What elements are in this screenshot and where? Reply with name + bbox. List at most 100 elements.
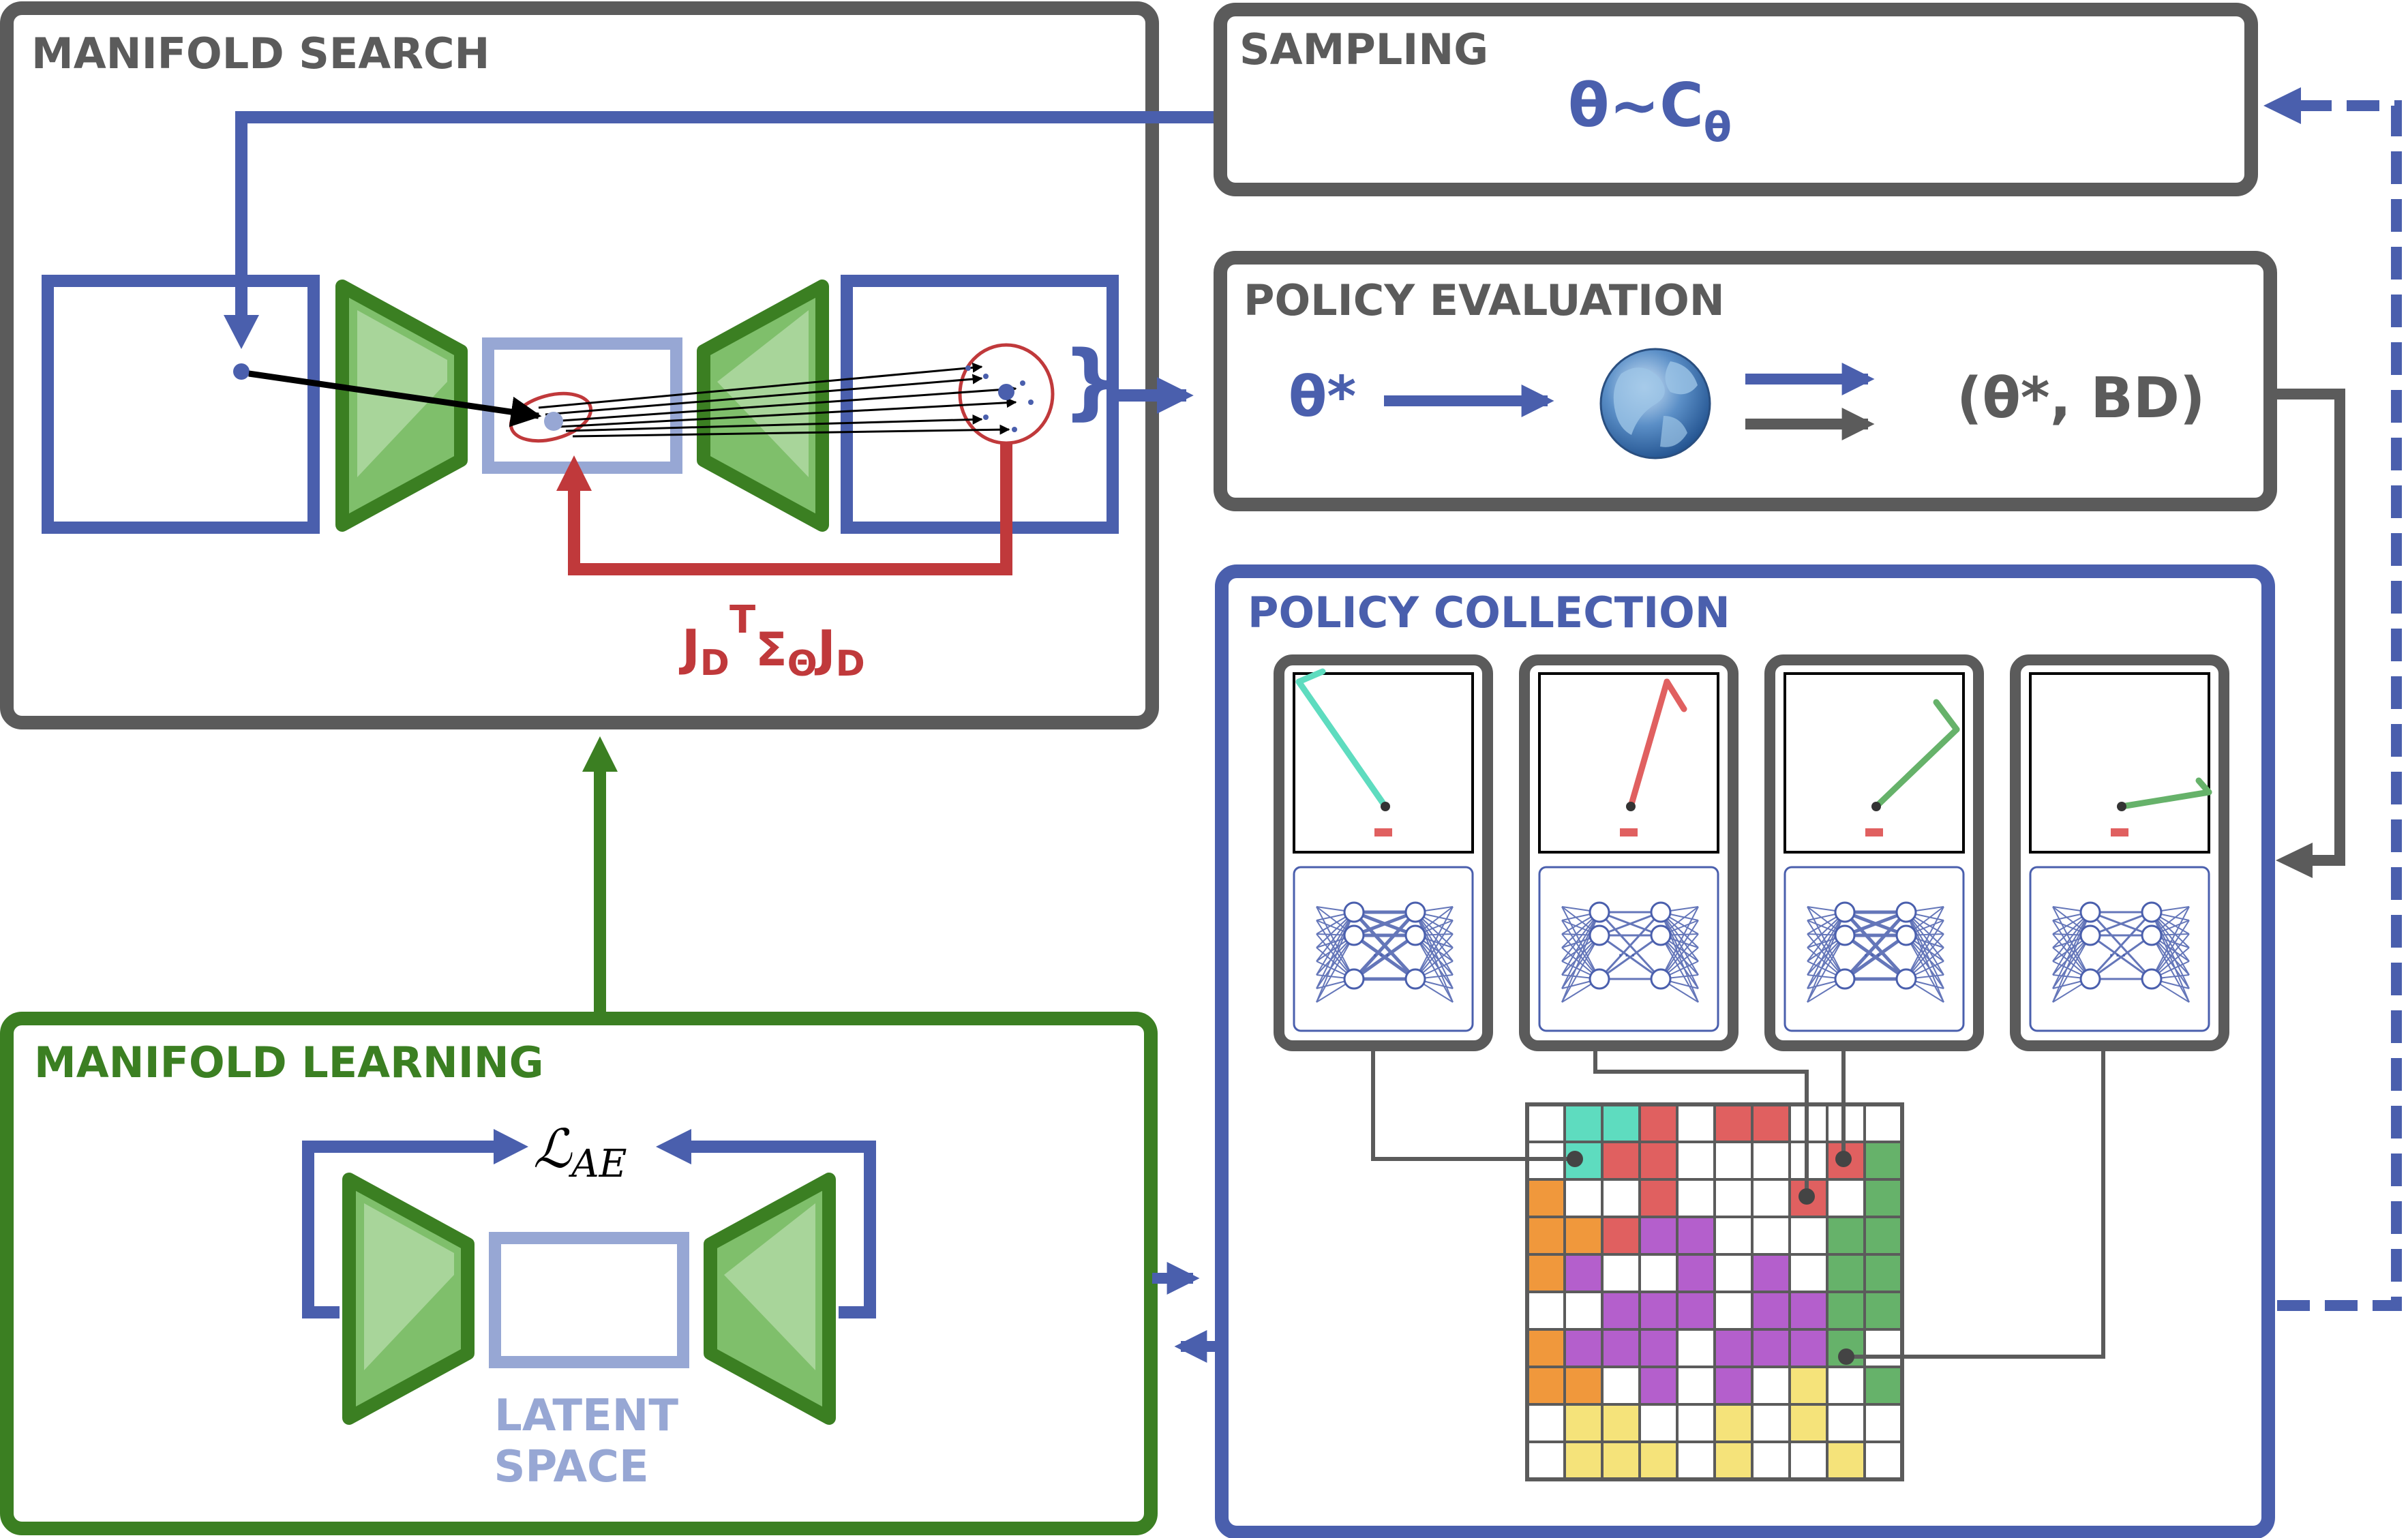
policy-card: ⋯ [2010,654,2229,1051]
archive-cell [1638,1441,1679,1481]
archive-cell [1751,1178,1791,1218]
ae-decoder-trapezoid [704,1173,836,1425]
archive-cell [1788,1291,1828,1331]
network-neuron [1895,924,1917,946]
output-point [998,384,1014,400]
archive-cell [1526,1403,1566,1443]
jacobian-feedback-arrow [568,443,1012,575]
network-neuron [1589,924,1610,946]
archive-cell [1526,1366,1566,1406]
archive-cell [1713,1253,1754,1293]
archive-cell [1526,1291,1566,1331]
sampling-to-search-arrow [235,111,1220,320]
network-neuron [2079,901,2101,923]
simulation-view [2029,672,2210,854]
arm-joint [2117,802,2126,811]
manifold-learning-title: MANIFOLD LEARNING [34,1038,544,1087]
archive-cell [1526,1178,1566,1218]
network-neuron [1404,968,1426,990]
loss-arrow-right [689,1141,876,1318]
archive-cell [1563,1291,1604,1331]
archive-cell [1676,1328,1716,1368]
archive-cell [1526,1216,1566,1256]
jacobian-formula: JDTΣΘJD [678,598,865,684]
archive-cell [1676,1141,1716,1181]
network-neuron [1895,901,1917,923]
manifold-search-title: MANIFOLD SEARCH [31,29,490,78]
archive-cell [1863,1403,1903,1443]
manifold-learning-panel: MANIFOLD LEARNING ℒAE LATENT SPACE [0,1012,1158,1535]
archive-cell [1601,1141,1641,1181]
encoder-trapezoid [335,280,468,532]
archive-cell [1751,1216,1791,1256]
archive-border [1525,1102,1904,1481]
archive-cell [1526,1103,1566,1143]
archive-cell [1526,1328,1566,1368]
archive-cell [1638,1178,1679,1218]
neural-network-view [2029,866,2210,1032]
svg-text:⋯: ⋯ [1372,945,1391,966]
archive-cell [1826,1103,1866,1143]
latent-space-label-line2: SPACE [494,1442,648,1492]
svg-text:⋯: ⋯ [2108,945,2127,966]
manifold-search-panel: MANIFOLD SEARCH } [0,1,1159,729]
archive-cell [1713,1141,1754,1181]
policy-card: ⋯ [1764,654,1984,1051]
archive-cell [1826,1403,1866,1443]
archive-cell [1788,1403,1828,1443]
archive-cell [1526,1253,1566,1293]
policy-cards: ⋯⋯⋯⋯ [1274,654,2229,1051]
arm-link [1295,678,1389,810]
archive-cell [1638,1291,1679,1331]
archive-cell [1563,1366,1604,1406]
archive-cell [1676,1366,1716,1406]
policy-card: ⋯ [1519,654,1739,1051]
network-neuron [1650,901,1672,923]
arm-link [1873,726,1960,810]
policy-collection-panel: POLICY COLLECTION ⋯⋯⋯⋯ [1215,564,2275,1538]
loss-arrow-left [302,1141,498,1318]
archive-cell [1638,1141,1679,1181]
sample-point [233,363,250,380]
archive-cell [1676,1178,1716,1218]
archive-cell [1601,1366,1641,1406]
archive-cell [1751,1403,1791,1443]
parameter-space-box [42,275,320,534]
archive-cell [1863,1103,1903,1143]
archive-cell [1863,1328,1903,1368]
archive-cell [1788,1366,1828,1406]
archive-cell [1638,1103,1679,1143]
archive-cell [1751,1141,1791,1181]
archive-cell [1601,1178,1641,1218]
arm-joint [1381,802,1390,811]
archive-cell [1563,1253,1604,1293]
policy-card: ⋯ [1274,654,1493,1051]
archive-cell [1788,1253,1828,1293]
arm-link [1627,678,1670,810]
policy-evaluation-panel: POLICY EVALUATION θ* (θ*, BD) [1214,251,2277,511]
network-neuron [1343,968,1365,990]
archive-cell [1676,1291,1716,1331]
archive-cell [1863,1366,1903,1406]
archive-cell [1751,1441,1791,1481]
target-marker [2111,828,2128,836]
encode-arrow [248,370,542,427]
policy-evaluation-title: POLICY EVALUATION [1244,275,1725,325]
network-neuron [2079,968,2101,990]
archive-cell [1713,1366,1754,1406]
network-neuron [1834,968,1856,990]
ae-encoder-trapezoid [342,1173,475,1425]
archive-cell [1563,1328,1604,1368]
archive-cell [1713,1328,1754,1368]
network-neuron [1834,924,1856,946]
archive-cell [1751,1291,1791,1331]
archive-cell [1601,1328,1641,1368]
archive-cell [1563,1103,1604,1143]
archive-cell [1601,1216,1641,1256]
archive-link-dot [1838,1348,1854,1365]
archive-cell [1863,1253,1903,1293]
archive-cell [1601,1103,1641,1143]
target-marker [1374,828,1392,836]
network-neuron [1650,968,1672,990]
